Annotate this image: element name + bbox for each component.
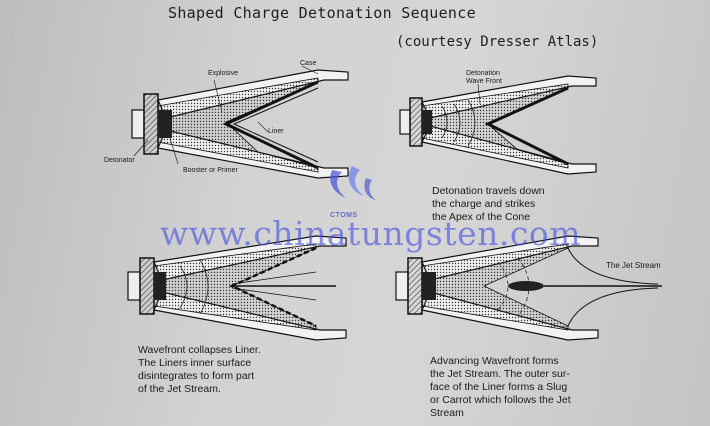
label-jet-stream: The Jet Stream	[606, 262, 661, 270]
label-booster: Booster or Primer	[183, 167, 238, 175]
diagram-title: Shaped Charge Detonation Sequence	[168, 4, 476, 22]
diagram-subtitle: (courtesy Dresser Atlas)	[396, 34, 598, 50]
label-liner: Liner	[268, 128, 284, 136]
label-detonator: Detonator	[104, 157, 135, 165]
panel-2-charge	[392, 70, 602, 190]
label-case: Case	[300, 60, 316, 68]
watermark-url: www.chinatungsten.com	[160, 214, 581, 253]
label-detonation-wave: Detonation Wave Front	[466, 70, 502, 86]
watermark-logo-icon	[322, 160, 382, 216]
caption-panel-3: Wavefront collapses Liner. The Liners in…	[138, 344, 261, 396]
label-explosive: Explosive	[208, 70, 238, 78]
caption-panel-4: Advancing Wavefront forms the Jet Stream…	[430, 355, 571, 420]
